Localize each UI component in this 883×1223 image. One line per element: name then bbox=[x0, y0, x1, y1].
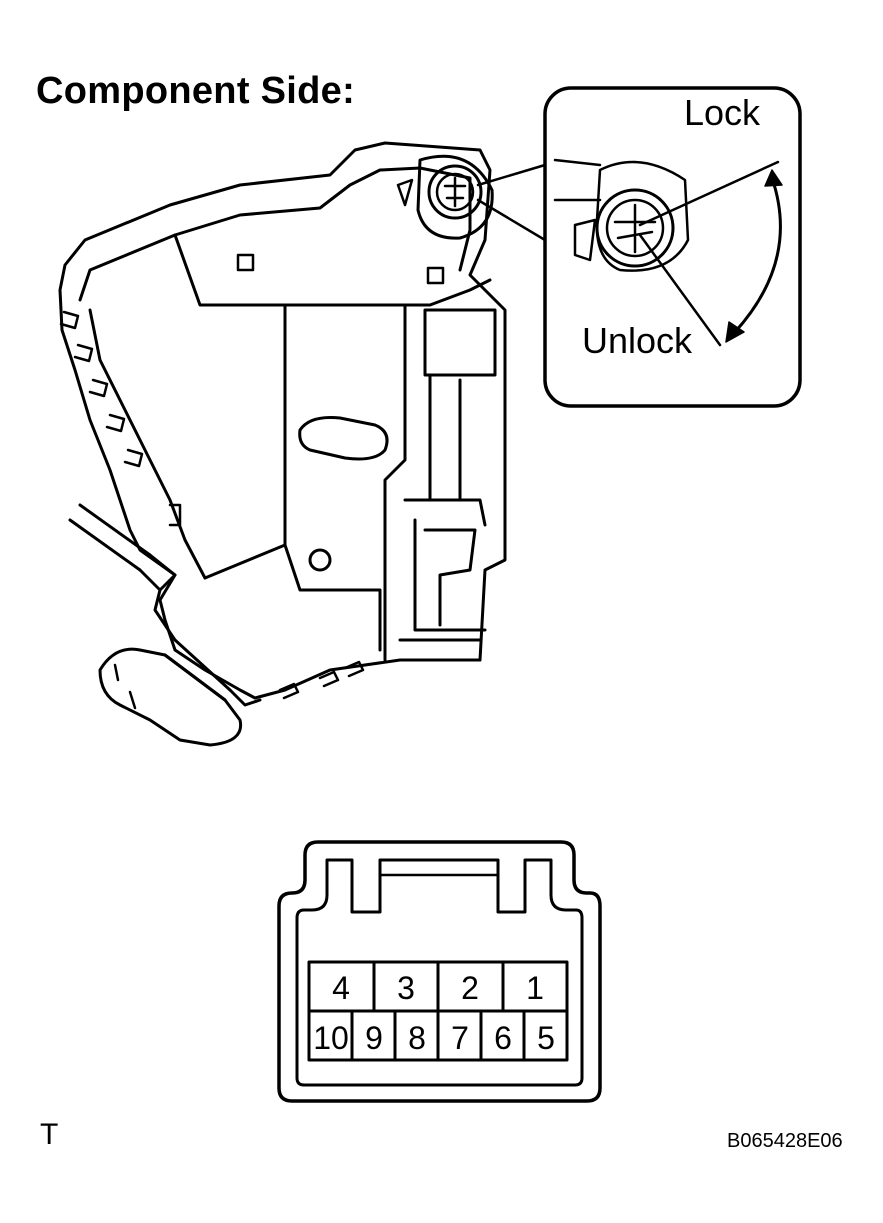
connector-face bbox=[277, 840, 602, 1103]
door-lock-body bbox=[58, 141, 507, 747]
leader-line-bottom bbox=[476, 198, 547, 242]
pin-label: 6 bbox=[494, 1020, 512, 1056]
unlock-label: Unlock bbox=[582, 320, 693, 361]
lock-label: Lock bbox=[684, 92, 761, 133]
pin-label: 7 bbox=[451, 1020, 469, 1056]
figure-code: B065428E06 bbox=[727, 1130, 843, 1152]
pin-label: 8 bbox=[408, 1020, 426, 1056]
diagram-heading: Component Side: bbox=[36, 70, 356, 112]
lock-detail-inset bbox=[543, 86, 802, 408]
corner-mark: T bbox=[40, 1118, 59, 1151]
pin-label: 9 bbox=[365, 1020, 383, 1056]
pin-label: 10 bbox=[313, 1020, 349, 1056]
leader-line-top bbox=[476, 163, 547, 187]
pin-label: 2 bbox=[461, 970, 479, 1006]
pin-label: 1 bbox=[526, 970, 544, 1006]
pin-label: 5 bbox=[537, 1020, 555, 1056]
pin-label: 3 bbox=[397, 970, 415, 1006]
pin-label: 4 bbox=[332, 970, 350, 1006]
